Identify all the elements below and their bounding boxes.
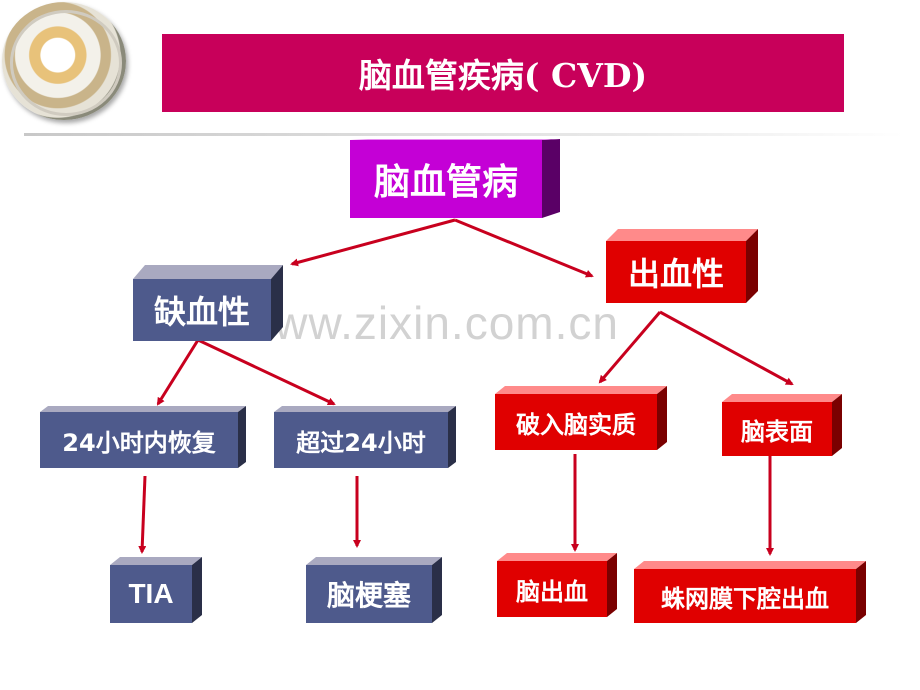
arrow-ischemic-to-recover24 xyxy=(156,339,200,406)
page-title: 脑血管疾病( CVD) xyxy=(358,56,648,95)
header-divider xyxy=(24,133,904,136)
title-banner: 脑血管疾病( CVD) xyxy=(162,34,844,112)
arrow-root-to-ischemic xyxy=(290,218,456,267)
arrow-root-to-hemorrhagic xyxy=(454,218,594,278)
arrow-hemorrhagic-to-parenchymal xyxy=(598,311,662,384)
arrow-ischemic-to-over24 xyxy=(197,338,336,406)
pill-logo-image xyxy=(2,2,126,120)
arrow-hemorrhagic-to-surface xyxy=(659,310,794,386)
watermark: www.zixin.com.cn xyxy=(240,297,619,349)
arrow-recover24-to-tia xyxy=(138,475,147,554)
